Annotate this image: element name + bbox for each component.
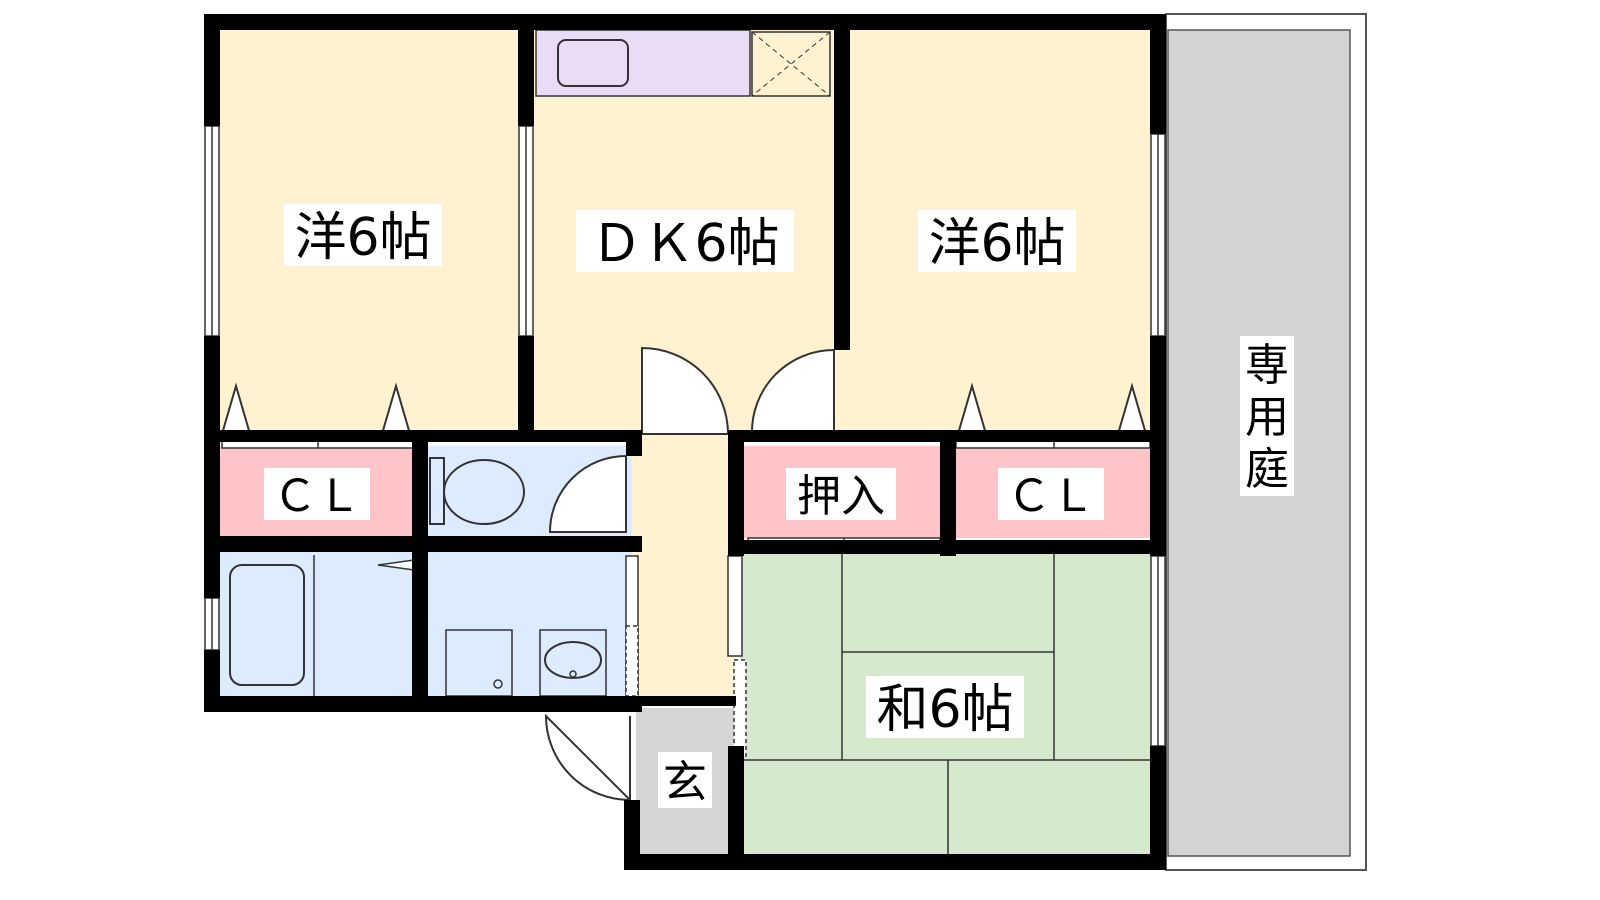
label-garden-char-3: 庭 (1245, 444, 1289, 495)
wash-basin-drain (569, 670, 577, 678)
label-bg-dining-kitchen (576, 210, 794, 272)
label-bg-japanese-room (866, 676, 1024, 738)
label-bg-oshiire (786, 468, 896, 520)
hallway-floor (632, 436, 736, 698)
walls (204, 14, 1166, 870)
label-western-room-right: 洋6帖 (928, 214, 1065, 274)
stove-cross-a (751, 31, 831, 97)
washing-machine-drain (493, 679, 503, 689)
kitchen-sink (557, 39, 629, 87)
windows (204, 125, 1166, 757)
label-garden-char-1: 専 (1245, 340, 1289, 391)
label-western-room-left: 洋6帖 (294, 208, 431, 268)
label-entrance: 玄 (663, 757, 707, 808)
label-dining-kitchen: ＤＫ6帖 (590, 214, 779, 274)
label-japanese-room: 和6帖 (876, 680, 1013, 740)
label-bg-closet-left (264, 468, 370, 520)
label-bg-garden (1240, 336, 1294, 496)
wash-basin (544, 641, 602, 679)
stove-cross-b (751, 31, 831, 97)
toilet-bowl (443, 459, 525, 525)
label-closet-right: ＣＬ (1007, 471, 1095, 522)
tatami-lines (740, 548, 1158, 860)
label-bg-closet-right (998, 468, 1104, 520)
label-bg-western-right (918, 210, 1076, 272)
label-bg-entrance (658, 752, 712, 808)
washing-machine (445, 629, 513, 697)
bathtub (229, 564, 305, 686)
label-garden-char-2: 用 (1245, 392, 1289, 443)
label-closet-left: ＣＬ (273, 471, 361, 522)
label-oshiire: 押入 (797, 471, 885, 522)
toilet-tank (429, 457, 445, 525)
door-swings (544, 346, 835, 803)
label-bg-western-left (284, 204, 442, 266)
